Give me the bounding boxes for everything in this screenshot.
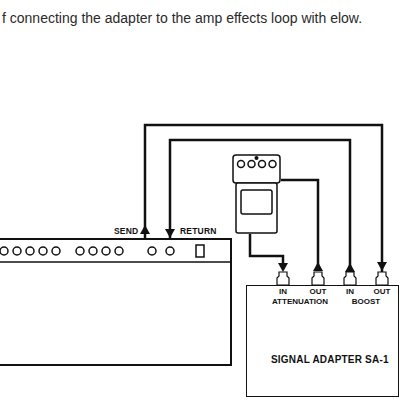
pedal-top [233,155,280,183]
jack-label: OUT [310,287,327,296]
signal-cable [140,125,387,285]
arrow-head [278,263,288,272]
knob [89,247,97,255]
knob [39,247,47,255]
arrow-head [140,225,150,234]
jack-label: BOOST [352,297,380,306]
arrow-head [313,262,323,271]
pedal-output-wire [250,234,283,264]
jack [376,272,388,285]
heading-text: f connecting the adapter to the amp effe… [2,6,378,30]
amplifier-panel [0,245,230,262]
effect-pedal [233,155,280,233]
pedal-led [255,157,258,160]
knob [76,247,84,255]
cable-line [170,140,350,285]
pedal-wires [250,180,318,266]
jack [344,272,356,285]
signal-cable [165,140,355,285]
pedal-input-wire [281,180,318,266]
device-name: SIGNAL ADAPTER SA-1 [271,354,389,365]
knob [166,247,174,255]
jack-label: IN [279,287,287,296]
pedal-body [236,183,277,233]
arrow-head [165,229,175,238]
knob [26,247,34,255]
jack-label: OUT [374,287,391,296]
panel-line [0,261,230,263]
arrow-head [345,263,355,272]
pedal-knob [238,161,245,168]
jack-label: IN [346,287,354,296]
knob [102,247,110,255]
jack-label: ATTENUATION [272,297,328,306]
arrow-head [377,262,387,271]
jack-label: RETURN [180,226,217,236]
jack [312,272,324,285]
power-switch [196,245,204,257]
pedal-knob [259,161,266,168]
knob [52,247,60,255]
knob [13,247,21,255]
jacks [277,272,388,285]
pedal-knob [248,161,255,168]
pedal-knob [269,161,276,168]
cable-line [145,125,382,285]
knob [115,247,123,255]
jack-label: SEND [114,226,138,236]
pedal-switch [241,190,272,214]
jack [277,272,289,285]
knob [148,247,156,255]
wire-arrows [278,262,323,272]
amplifier: SENDRETURN [0,238,232,366]
knob [0,247,8,255]
